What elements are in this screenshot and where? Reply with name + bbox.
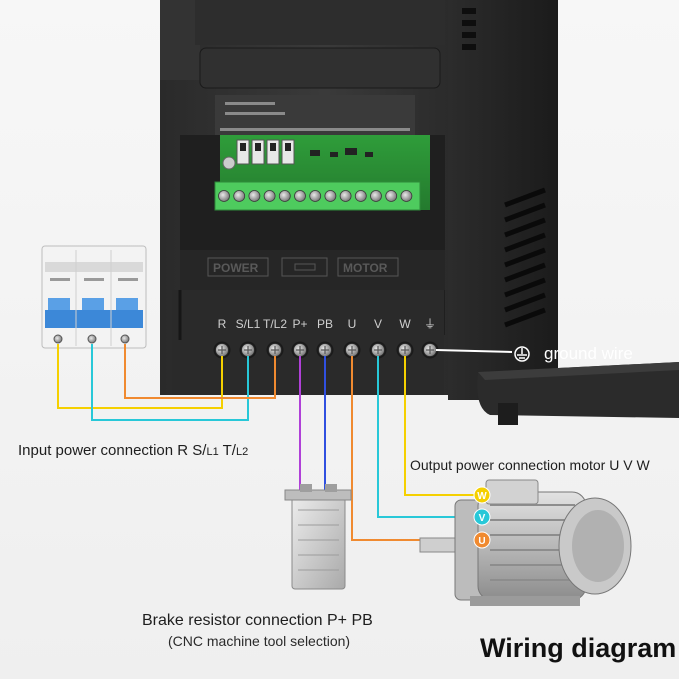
input-power-label: Input power connection R S/L1 T/L2 [18, 442, 248, 459]
motor-icon [419, 479, 632, 606]
terminal-label: T/L2 [263, 317, 287, 331]
brake-resistor-label: Brake resistor connection P+ PB [142, 612, 373, 629]
screw-terminal-icon [343, 341, 361, 359]
terminal-label: V [374, 317, 382, 331]
control-terminal-screw [278, 190, 291, 202]
screw-terminal-icon [239, 341, 257, 359]
terminal-label: P+ [292, 317, 307, 331]
motor-terminal-letter: U [478, 536, 485, 547]
diagram-title: Wiring diagram [480, 633, 677, 663]
motor-terminal-letter: V [479, 513, 486, 524]
control-terminal-screw [263, 190, 276, 202]
ground-wire-label: ground wire [544, 344, 633, 363]
wire-t [124, 344, 276, 399]
control-terminal-screw [294, 190, 306, 202]
control-terminal-screw [370, 190, 382, 202]
control-terminal-screw [218, 190, 230, 202]
screw-terminal-icon [213, 341, 231, 359]
control-terminal-screw [354, 190, 367, 202]
brake-resistor-note: (CNC machine tool selection) [168, 633, 351, 649]
control-terminal-screw [385, 190, 398, 202]
wire-s [91, 344, 249, 421]
terminal-cover [477, 362, 679, 425]
motor-terminal-badge: V [473, 508, 491, 526]
brake-resistor-icon [284, 484, 352, 590]
screw-terminal-icon [316, 341, 334, 359]
screw-terminal-icon [266, 341, 284, 359]
motor-terminal-badge: W [473, 486, 491, 504]
inverter-side-panel [448, 0, 558, 400]
wire-v [377, 356, 478, 518]
side-vents [504, 187, 546, 328]
control-terminal-screw [309, 190, 322, 202]
power-panel-label: POWER [213, 261, 259, 275]
screw-terminal-icon [421, 341, 439, 359]
power-terminal-area [172, 290, 444, 395]
control-terminal-screw [324, 190, 337, 202]
input-l2-text: L2 [235, 446, 249, 458]
circuit-breaker-icon [41, 245, 147, 349]
motor-panel-label: MOTOR [343, 261, 388, 275]
terminal-label: R [218, 317, 227, 331]
input-l1-text: L1 [206, 446, 219, 458]
control-terminal-screw [339, 190, 352, 202]
motor-terminal-letter: W [477, 491, 487, 502]
terminal-label: PB [317, 317, 333, 331]
screw-terminal-icon [369, 341, 387, 359]
input-t-text: T/ [222, 442, 236, 459]
control-terminal-screw [248, 190, 261, 202]
ground-symbol-icon [514, 346, 530, 362]
motor-terminal-badge: U [473, 531, 491, 549]
control-terminal-screw [400, 190, 413, 202]
wire-w [404, 356, 478, 496]
control-terminal-screw [233, 190, 246, 202]
screw-terminal-icon [291, 341, 309, 359]
terminal-label: U [348, 317, 357, 331]
wire-ground [435, 349, 513, 353]
output-power-label: Output power connection motor U V W [410, 457, 650, 473]
terminal-label: W [399, 317, 411, 331]
input-power-text: Input power connection R [18, 442, 189, 459]
input-s-text: S/ [192, 442, 207, 459]
terminal-label: ⏚ [424, 317, 436, 331]
terminal-label: S/L1 [236, 317, 261, 331]
screw-terminal-icon [396, 341, 414, 359]
wire-r [57, 344, 223, 409]
